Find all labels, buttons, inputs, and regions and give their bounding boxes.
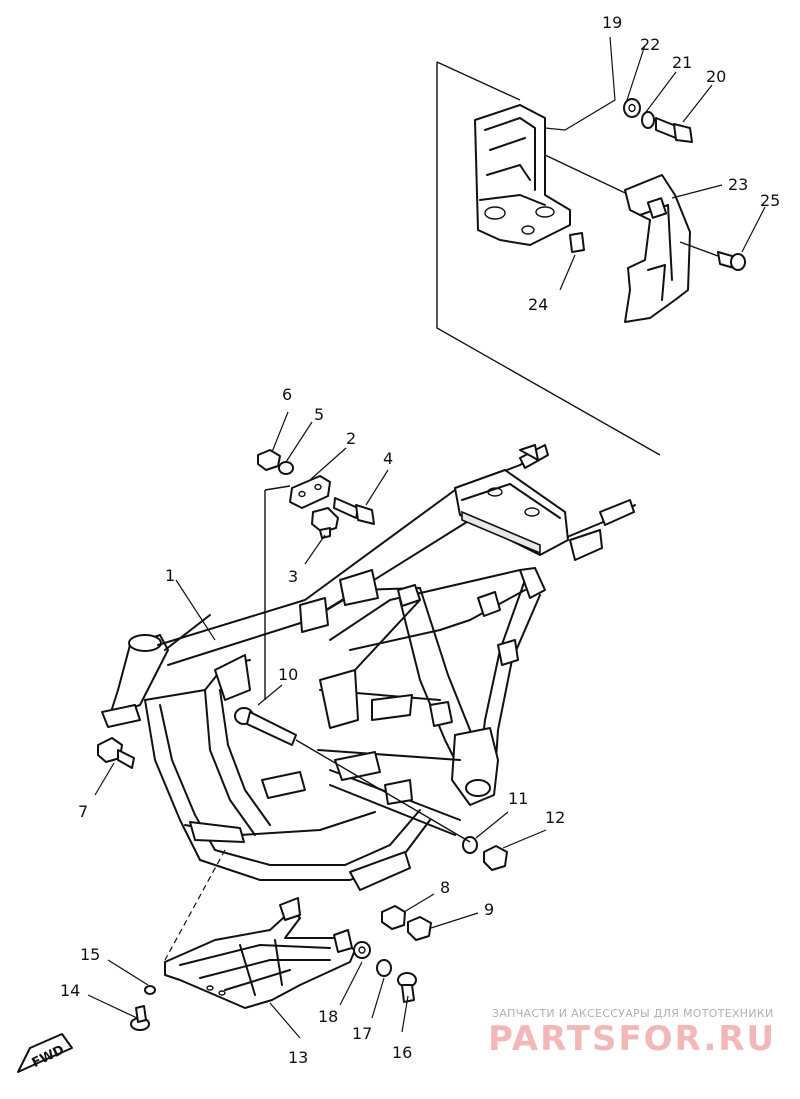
part-label-21: 21 (672, 53, 692, 72)
part-label-8: 8 (440, 878, 450, 897)
part-label-2: 2 (346, 429, 356, 448)
part-labels: 19 22 21 20 23 25 24 6 5 2 4 3 1 10 7 11… (60, 13, 780, 1067)
part-label-25: 25 (760, 191, 780, 210)
watermark-brand: PARTSFOR.RU (488, 1019, 776, 1059)
part-label-11: 11 (508, 789, 528, 808)
hardware-main (94, 411, 547, 961)
watermark: ЗАПЧАСТИ И АКСЕССУАРЫ ДЛЯ МОТОТЕХНИКИ PA… (488, 1007, 776, 1059)
part-label-10: 10 (278, 665, 298, 684)
part-label-20: 20 (706, 67, 726, 86)
upper-bracket-assembly (436, 36, 766, 456)
part-label-16: 16 (392, 1043, 412, 1062)
part-label-6: 6 (282, 385, 292, 404)
part-label-9: 9 (484, 900, 494, 919)
part-label-14: 14 (60, 981, 80, 1000)
part-label-13: 13 (288, 1048, 308, 1067)
skid-plate-assembly (87, 897, 417, 1039)
part-label-24: 24 (528, 295, 548, 314)
part-label-18: 18 (318, 1007, 338, 1026)
part-label-4: 4 (383, 449, 393, 468)
part-label-23: 23 (728, 175, 748, 194)
part-label-3: 3 (288, 567, 298, 586)
part-label-19: 19 (602, 13, 622, 32)
part-label-17: 17 (352, 1024, 372, 1043)
part-label-7: 7 (78, 802, 88, 821)
part-label-5: 5 (314, 405, 324, 424)
part-label-15: 15 (80, 945, 100, 964)
part-label-22: 22 (640, 35, 660, 54)
part-label-12: 12 (545, 808, 565, 827)
main-frame (101, 444, 636, 891)
part-label-1: 1 (165, 566, 175, 585)
watermark-tagline: ЗАПЧАСТИ И АКСЕССУАРЫ ДЛЯ МОТОТЕХНИКИ (492, 1007, 774, 1020)
fwd-arrow: FWD (17, 1033, 73, 1073)
